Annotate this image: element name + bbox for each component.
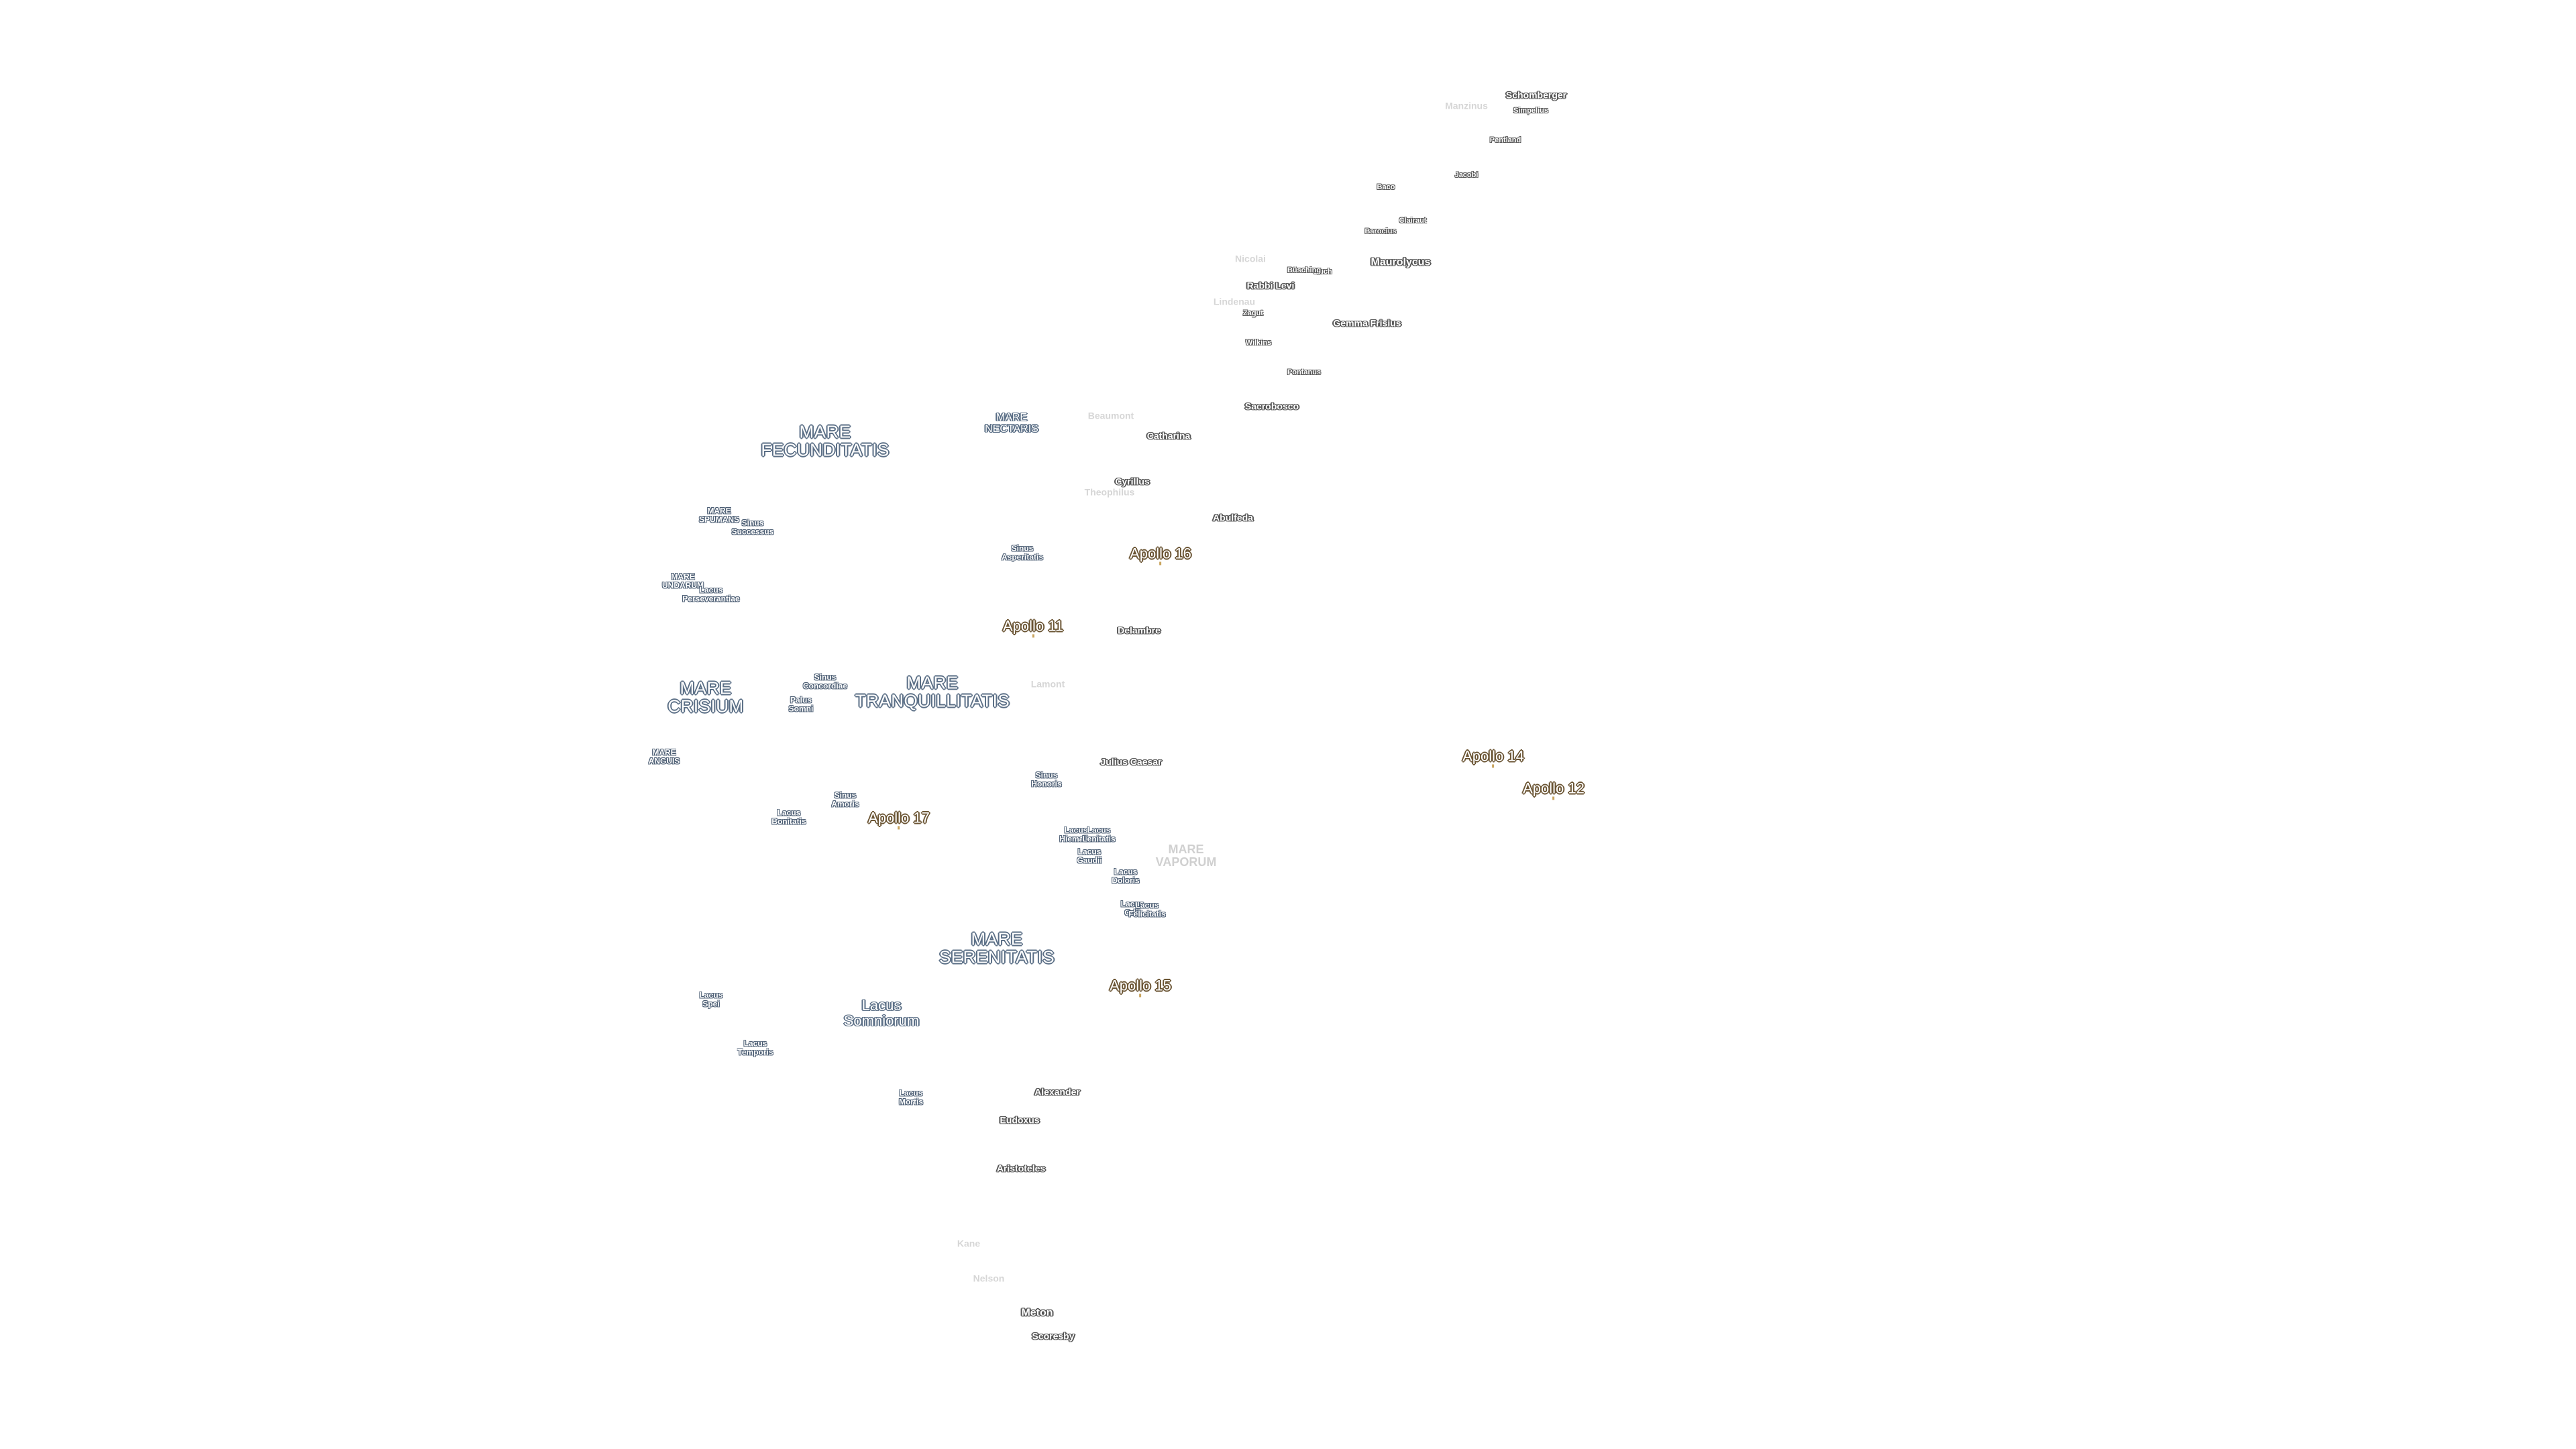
label-crater-abulfeda[interactable]: Abulfeda xyxy=(1213,512,1253,523)
label-crater-alexander[interactable]: Alexander xyxy=(1034,1086,1080,1097)
label-crater-rabbi-levi[interactable]: Rabbi Levi xyxy=(1246,280,1295,291)
label-crater-baco[interactable]: Baco xyxy=(1377,183,1395,192)
label-apollo-11[interactable]: Apollo 11 xyxy=(1003,618,1063,637)
label-crater-wilkins[interactable]: Wilkins xyxy=(1245,339,1272,347)
label-crater-nicolai[interactable]: Nicolai xyxy=(1235,253,1266,264)
label-crater-pontanus[interactable]: Pontanus xyxy=(1287,368,1322,377)
label-crater-jacobi[interactable]: Jacobi xyxy=(1454,171,1479,180)
label-crater-schomberger[interactable]: Schomberger xyxy=(1505,89,1567,101)
label-crater-nelson[interactable]: Nelson xyxy=(973,1273,1005,1284)
label-crater-meton[interactable]: Meton xyxy=(1021,1307,1053,1319)
label-crater-buch[interactable]: Buch xyxy=(1313,268,1332,276)
label-crater-catharina[interactable]: Catharina xyxy=(1146,430,1191,441)
label-crater-clairaut[interactable]: Clairaut xyxy=(1399,217,1427,225)
label-crater-lindenau[interactable]: Lindenau xyxy=(1213,296,1256,307)
label-crater-cyrillus[interactable]: Cyrillus xyxy=(1115,476,1150,487)
label-crater-beaumont[interactable]: Beaumont xyxy=(1087,410,1134,421)
label-crater-barocius[interactable]: Barocius xyxy=(1364,227,1397,236)
label-crater-maurolycus[interactable]: Maurolycus xyxy=(1371,256,1431,268)
label-apollo-17[interactable]: Apollo 17 xyxy=(868,810,930,829)
label-crater-sacrobosco[interactable]: Sacrobosco xyxy=(1244,400,1299,412)
label-crater-manzinus[interactable]: Manzinus xyxy=(1445,100,1488,111)
label-apollo-14[interactable]: Apollo 14 xyxy=(1462,748,1524,767)
label-apollo-12[interactable]: Apollo 12 xyxy=(1523,780,1585,800)
label-crater-delambre[interactable]: Delambre xyxy=(1118,625,1161,636)
label-crater-busching[interactable]: Büsching xyxy=(1287,266,1322,275)
label-crater-theophilus[interactable]: Theophilus xyxy=(1084,486,1135,498)
label-crater-pentland[interactable]: Pentland xyxy=(1489,136,1521,145)
label-crater-eudoxus[interactable]: Eudoxus xyxy=(1000,1114,1040,1126)
label-crater-simpelius[interactable]: Simpelius xyxy=(1513,107,1548,115)
label-crater-zagut[interactable]: Zagut xyxy=(1243,309,1263,318)
label-crater-lamont[interactable]: Lamont xyxy=(1030,678,1065,690)
label-crater-gemma-frisius[interactable]: Gemma Frisius xyxy=(1333,317,1401,329)
label-apollo-15[interactable]: Apollo 15 xyxy=(1110,977,1171,997)
label-crater-scoresby[interactable]: Scoresby xyxy=(1032,1330,1075,1342)
label-crater-kane[interactable]: Kane xyxy=(957,1238,981,1249)
label-crater-aristoteles[interactable]: Aristoteles xyxy=(996,1163,1046,1174)
label-apollo-16[interactable]: Apollo 16 xyxy=(1130,545,1191,565)
label-crater-julius-caesar[interactable]: Julius Caesar xyxy=(1100,756,1162,767)
